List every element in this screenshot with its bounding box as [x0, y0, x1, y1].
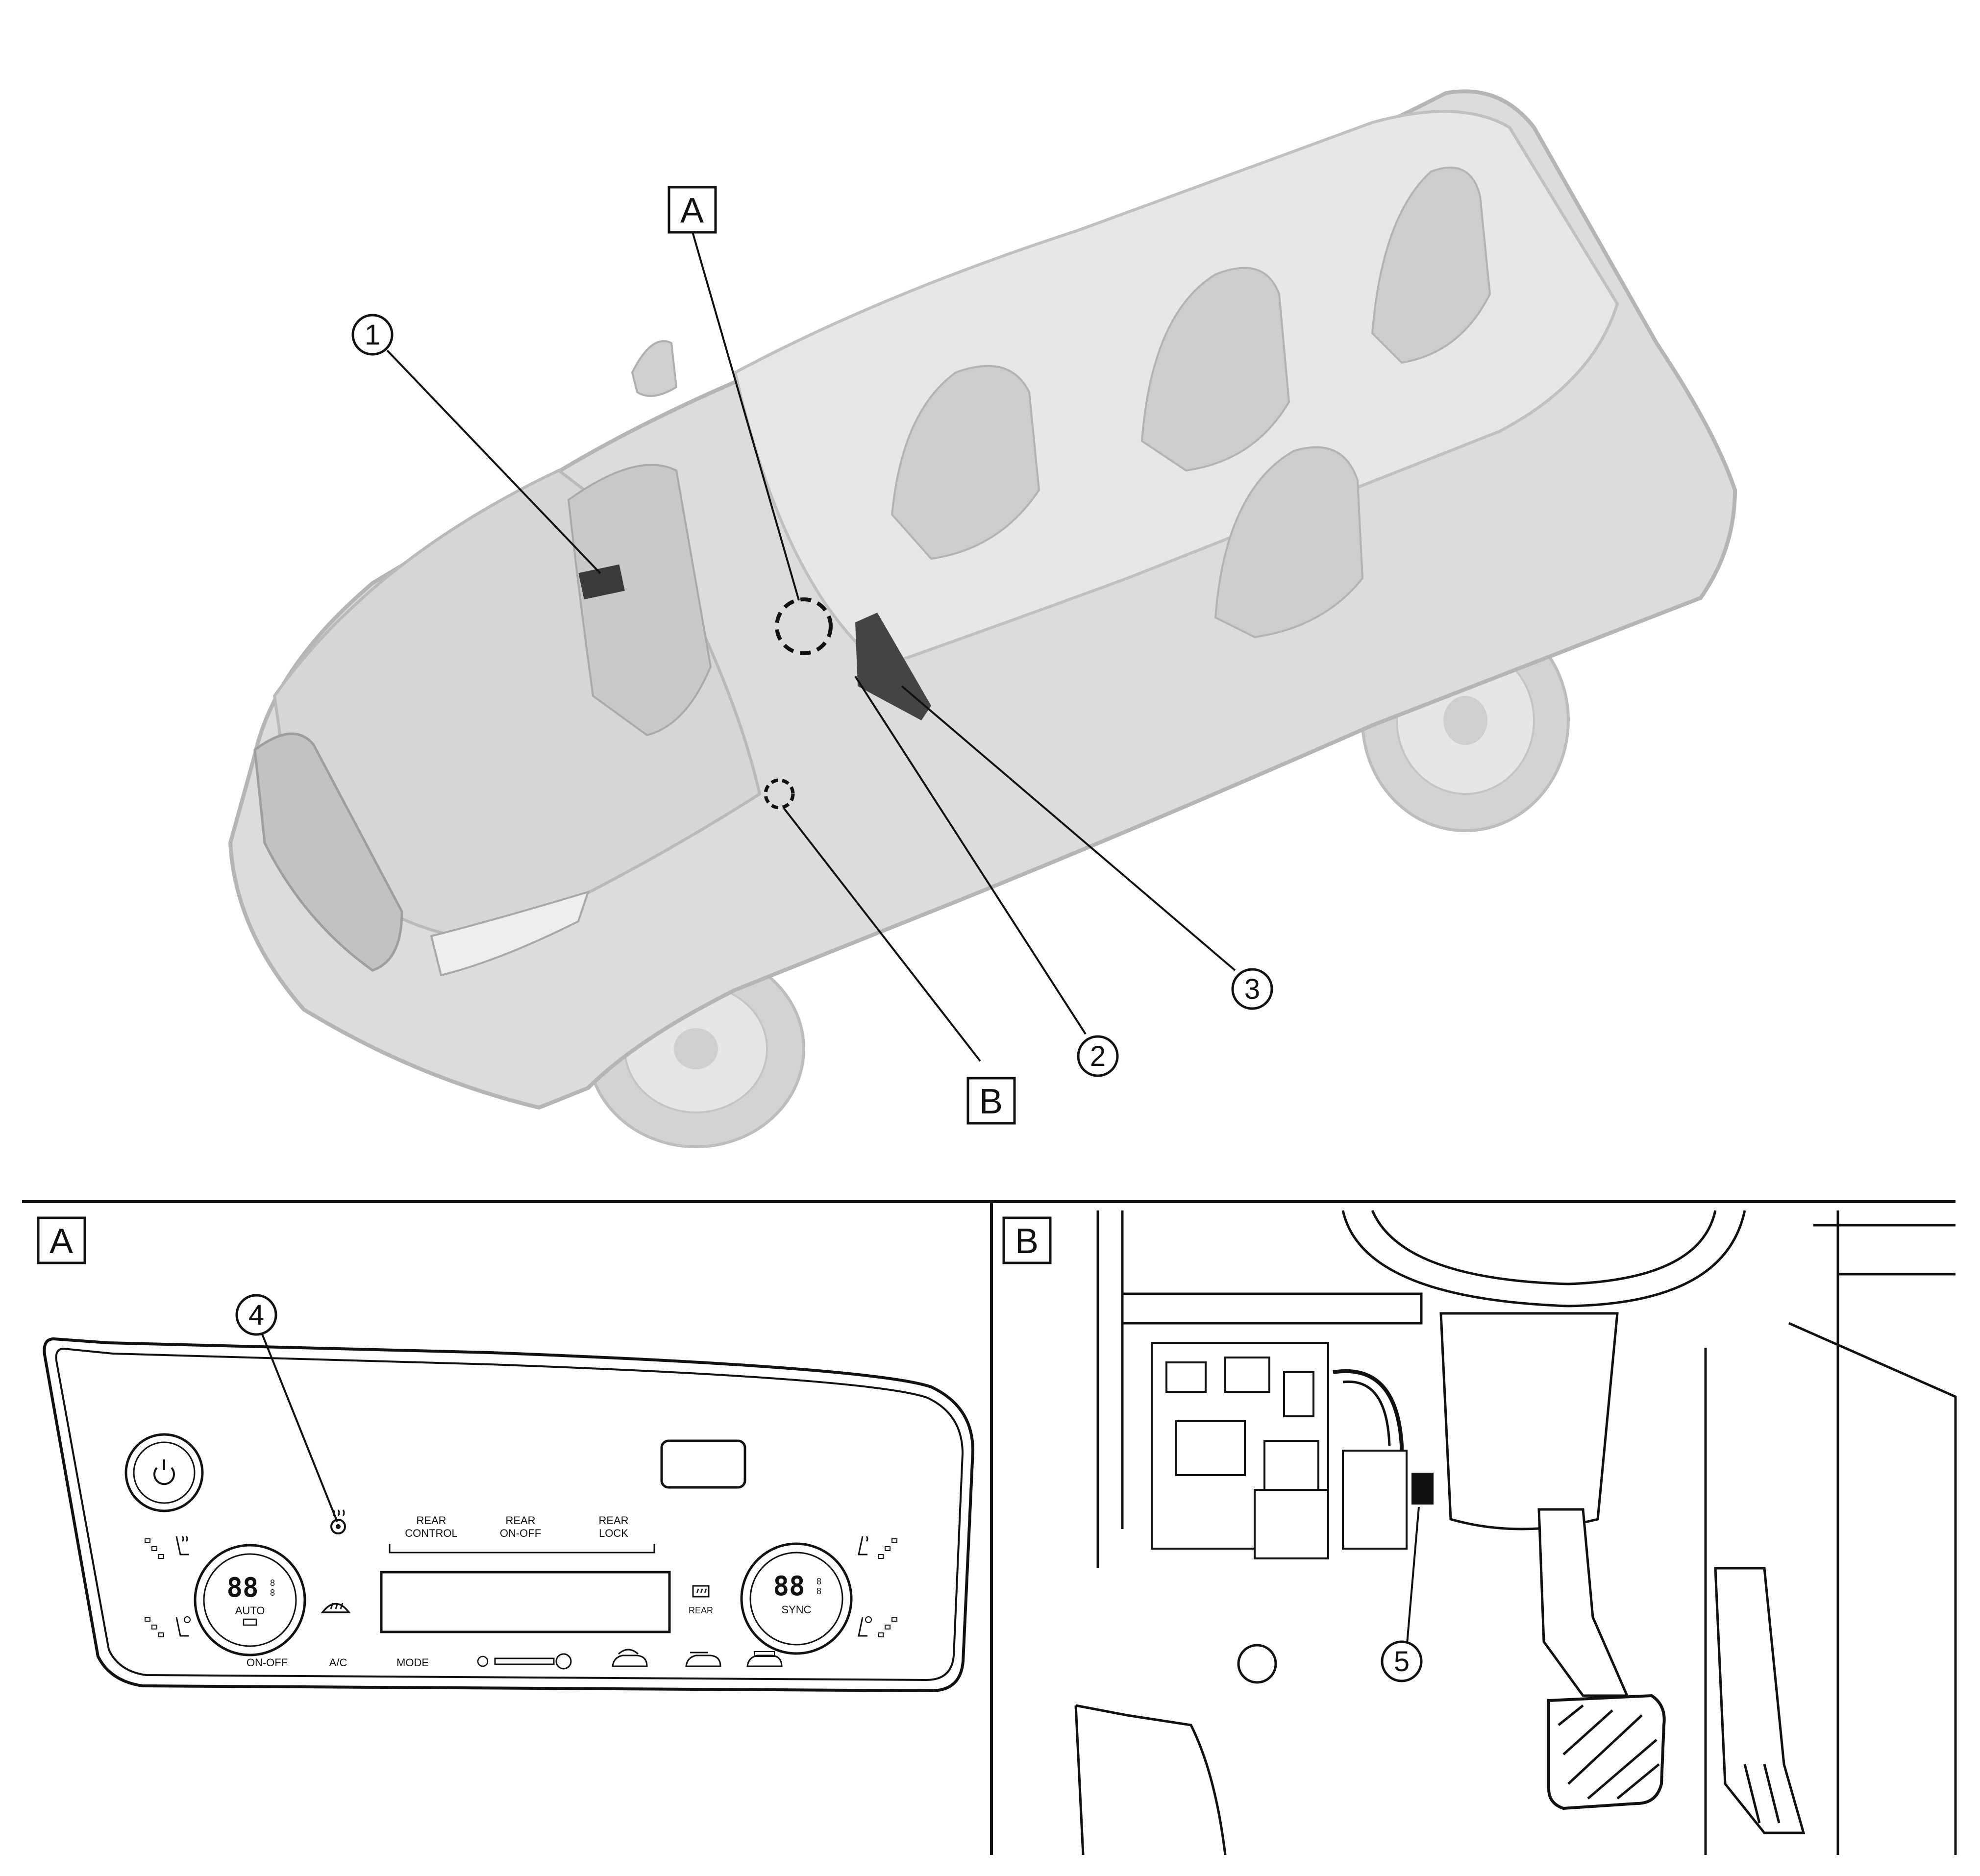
rear-bracket: [389, 1544, 655, 1554]
svg-text:3: 3: [1244, 973, 1260, 1005]
svg-text:B: B: [979, 1082, 1003, 1121]
view-label-b: B: [1002, 1216, 1052, 1264]
callout-5-leader: [1406, 1506, 1420, 1650]
component-5-connector: [1411, 1473, 1434, 1505]
ac-button[interactable]: A/C: [329, 1656, 347, 1669]
component-1-module: [578, 564, 625, 600]
left-footwell-panel: [1074, 1704, 1227, 1855]
detail-frame: [22, 1200, 1955, 1855]
clean-air-icon: [746, 1654, 783, 1667]
svg-text:8: 8: [270, 1588, 275, 1598]
steering-heat-icon: [336, 1524, 341, 1529]
svg-text:8: 8: [817, 1586, 821, 1596]
rear-onoff-label-1[interactable]: REAR: [505, 1514, 535, 1527]
rear-control-label-1[interactable]: REAR: [416, 1514, 446, 1527]
power-icon: [153, 1459, 175, 1485]
callout-3: 3: [1231, 968, 1273, 1010]
rear-lock-label-1[interactable]: REAR: [598, 1514, 628, 1527]
svg-text:A: A: [680, 191, 704, 230]
vehicle-overview: [228, 89, 1737, 1148]
center-screen: [380, 1571, 671, 1633]
seat-vent-icon: [175, 1617, 189, 1637]
brake-pad: [1547, 1694, 1666, 1810]
power-button[interactable]: [124, 1433, 204, 1512]
seat-heat-icon: [175, 1536, 189, 1555]
view-label-b-overview: B: [966, 1077, 1016, 1125]
rear-onoff-label-2[interactable]: ON-OFF: [500, 1527, 541, 1539]
svg-text:8: 8: [817, 1577, 821, 1586]
view-label-a-overview: A: [668, 186, 717, 234]
steering-column: [1439, 1312, 1619, 1530]
on-off-button[interactable]: ON-OFF: [247, 1656, 288, 1669]
vehicle-seats: [891, 166, 1491, 639]
detail-circle-b: [764, 778, 795, 810]
panel-outline-outer: [43, 1337, 975, 1693]
left-temp-display: 88: [226, 1572, 258, 1603]
left-temp-dial[interactable]: 88 8 8 AUTO: [194, 1544, 306, 1656]
callout-2: 2: [1077, 1035, 1119, 1077]
recirculation-button[interactable]: [612, 1649, 648, 1667]
mode-button[interactable]: MODE: [396, 1656, 429, 1669]
callout-4: 4: [235, 1294, 277, 1336]
callout-1: 1: [351, 314, 394, 356]
leader-lines: [386, 230, 1236, 1062]
clean-air-button[interactable]: [746, 1651, 783, 1667]
auto-label[interactable]: AUTO: [235, 1604, 265, 1617]
svg-text:2: 2: [1090, 1040, 1106, 1072]
brake-pedal: [1537, 1508, 1666, 1810]
svg-text:8: 8: [270, 1578, 275, 1588]
side-mirror: [631, 340, 678, 397]
rear-defrost-icon: [692, 1585, 710, 1598]
right-temp-display: 88: [773, 1571, 805, 1602]
rear-lock-label-2[interactable]: LOCK: [599, 1527, 628, 1539]
fan-low-icon: [477, 1655, 489, 1667]
fan-speed-control[interactable]: [477, 1653, 572, 1670]
sync-label[interactable]: SYNC: [781, 1604, 811, 1616]
recirculation-icon: [612, 1649, 648, 1667]
dash-left-structure: [1096, 1210, 1423, 1568]
steering-heat-button[interactable]: [330, 1509, 346, 1534]
callout-5: 5: [1381, 1640, 1423, 1682]
detail-circle-a: [775, 597, 833, 655]
view-b-footwell: B: [1002, 1210, 1957, 1855]
left-seat-vent-button[interactable]: [145, 1616, 191, 1637]
right-side-structure: [1704, 1210, 1957, 1855]
svg-text:1: 1: [365, 319, 380, 351]
right-seat-vent-button[interactable]: [858, 1616, 897, 1637]
view-a-climate-panel: A 4 REAR CON: [37, 1216, 975, 1693]
svg-text:A: A: [50, 1222, 73, 1261]
svg-text:4: 4: [248, 1299, 264, 1331]
fresh-air-button[interactable]: [685, 1652, 721, 1667]
left-seat-heat-button[interactable]: [145, 1536, 189, 1559]
fresh-air-icon: [685, 1652, 721, 1667]
rear-control-label-2[interactable]: CONTROL: [405, 1527, 458, 1539]
rear-defrost-button[interactable]: REAR: [689, 1585, 713, 1615]
headlamp: [430, 890, 590, 977]
fan-high-icon: [555, 1653, 572, 1670]
mount-hole: [1237, 1644, 1277, 1684]
right-seat-heat-button[interactable]: [858, 1536, 897, 1559]
auto-indicator: [243, 1618, 257, 1626]
svg-text:B: B: [1015, 1222, 1039, 1261]
accelerator-pedal: [1714, 1567, 1806, 1834]
wiring-cluster: [1151, 1342, 1408, 1559]
front-defrost-button[interactable]: [321, 1603, 351, 1613]
panel-outline-inner: [55, 1347, 964, 1681]
view-label-a: A: [37, 1216, 86, 1264]
info-display: [660, 1439, 746, 1489]
rear-buttons-group: REAR CONTROL REAR ON-OFF REAR LOCK: [389, 1514, 655, 1554]
right-temp-dial[interactable]: 88 8 8 SYNC: [740, 1542, 853, 1655]
steering-wheel: [1341, 1210, 1746, 1308]
rear-defrost-label: REAR: [689, 1605, 713, 1615]
front-grille: [253, 732, 403, 972]
component-3-panel: [855, 613, 931, 720]
dash-area: [567, 464, 712, 737]
svg-text:5: 5: [1394, 1646, 1410, 1678]
callout-4-leader: [259, 1328, 338, 1522]
